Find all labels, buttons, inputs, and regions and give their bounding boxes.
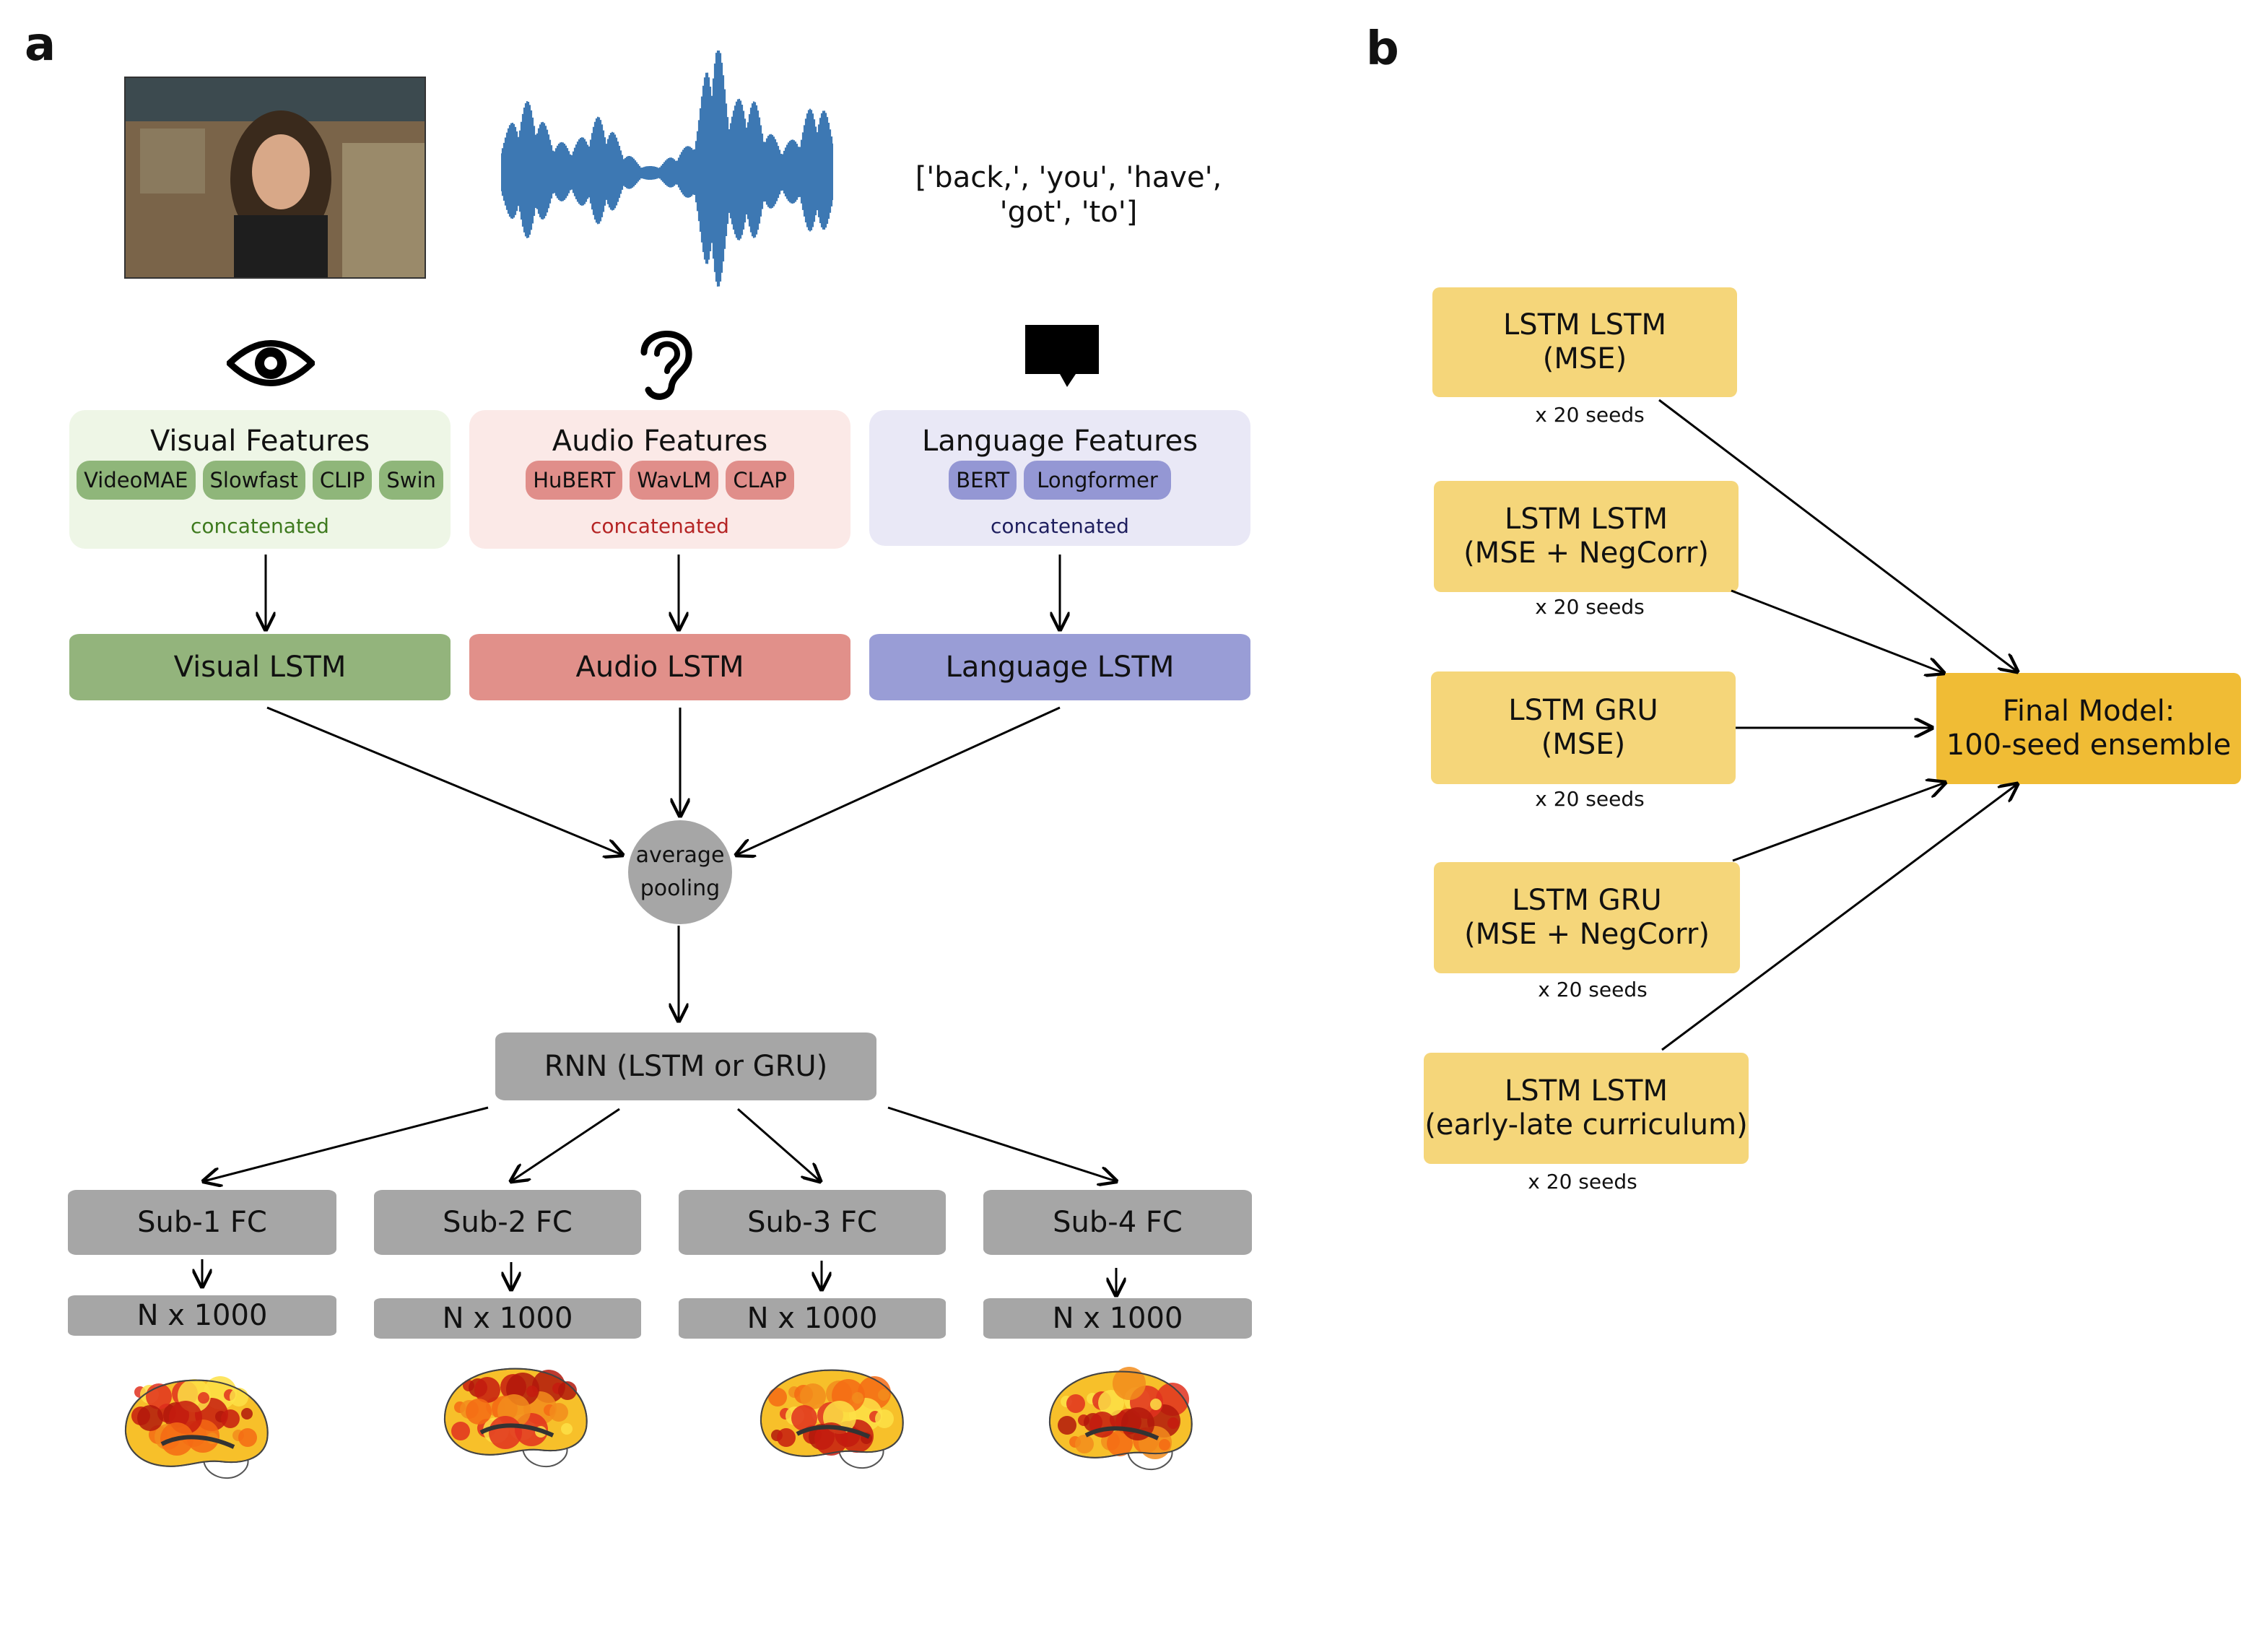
brain-map-2 bbox=[443, 1368, 588, 1468]
visual-chip-slowfast: Slowfast bbox=[202, 461, 305, 500]
arrow-rnn-to-sub-1 bbox=[204, 1106, 489, 1181]
audio-chip-hubert: HuBERT bbox=[526, 461, 623, 500]
sub-1-fc: Sub-1 FC bbox=[68, 1190, 336, 1255]
speech-bubble-icon bbox=[1025, 325, 1099, 387]
final-model-line-2: 100-seed ensemble bbox=[1946, 729, 2232, 762]
language-lstm: Language LSTM bbox=[869, 634, 1250, 700]
model-box-2: LSTM LSTM (MSE + NegCorr) bbox=[1434, 481, 1739, 592]
transcript-words: ['back,', 'you', 'have', 'got', 'to'] bbox=[888, 160, 1249, 230]
rnn-block: RNN (LSTM or GRU) bbox=[495, 1032, 876, 1100]
language-concat-label: concatenated bbox=[991, 514, 1129, 538]
visual-features-title: Visual Features bbox=[149, 425, 370, 458]
arrow-language-lstm-to-pooling bbox=[736, 706, 1061, 855]
model-4-line-1: LSTM GRU bbox=[1512, 884, 1662, 917]
final-model-line-1: Final Model: bbox=[2002, 695, 2175, 728]
transcript-line-2: 'got', 'to'] bbox=[999, 196, 1138, 229]
sub-4-fc: Sub-4 FC bbox=[983, 1190, 1252, 1255]
model-5-seeds: x 20 seeds bbox=[1528, 1170, 1637, 1194]
model-3-seeds: x 20 seeds bbox=[1535, 787, 1645, 811]
language-chip-bert: BERT bbox=[949, 461, 1017, 500]
model-5-line-1: LSTM LSTM bbox=[1505, 1074, 1668, 1108]
pooling-line-2: pooling bbox=[640, 876, 721, 901]
model-5-line-2: (early-late curriculum) bbox=[1424, 1108, 1748, 1142]
visual-lstm: Visual LSTM bbox=[69, 634, 451, 700]
model-box-1: LSTM LSTM (MSE) bbox=[1432, 287, 1737, 397]
waveform-icon bbox=[501, 51, 833, 287]
panel-b-label: b bbox=[1366, 22, 1399, 76]
sub-2-fc: Sub-2 FC bbox=[374, 1190, 641, 1255]
model-2-line-2: (MSE + NegCorr) bbox=[1463, 536, 1709, 570]
language-chip-longformer: Longformer bbox=[1024, 461, 1171, 500]
output-dim-4: N x 1000 bbox=[983, 1298, 1252, 1339]
sub-3-fc: Sub-3 FC bbox=[679, 1190, 946, 1255]
model-4-seeds: x 20 seeds bbox=[1538, 978, 1648, 1001]
pooling-line-1: average bbox=[635, 843, 725, 868]
audio-lstm: Audio LSTM bbox=[469, 634, 850, 700]
audio-features-title: Audio Features bbox=[552, 425, 768, 458]
model-4-line-2: (MSE + NegCorr) bbox=[1464, 918, 1710, 951]
audio-chip-wavlm: WavLM bbox=[630, 461, 719, 500]
average-pooling-node: average pooling bbox=[628, 820, 732, 924]
eye-icon bbox=[227, 340, 315, 386]
model-3-line-1: LSTM GRU bbox=[1508, 694, 1658, 727]
final-model-box: Final Model: 100-seed ensemble bbox=[1936, 673, 2241, 784]
visual-concat-label: concatenated bbox=[191, 514, 329, 538]
output-dim-2: N x 1000 bbox=[374, 1298, 641, 1339]
language-features-title: Language Features bbox=[921, 425, 1198, 458]
ear-icon bbox=[640, 331, 692, 400]
model-1-seeds: x 20 seeds bbox=[1535, 403, 1645, 427]
visual-chip-clip: CLIP bbox=[312, 461, 373, 500]
model-1-line-2: (MSE) bbox=[1542, 342, 1627, 375]
model-3-line-2: (MSE) bbox=[1541, 728, 1626, 761]
audio-concat-label: concatenated bbox=[591, 514, 729, 538]
brain-map-1 bbox=[124, 1376, 269, 1479]
transcript-line-1: ['back,', 'you', 'have', bbox=[915, 161, 1222, 194]
brain-map-4 bbox=[1048, 1367, 1193, 1471]
model-box-4: LSTM GRU (MSE + NegCorr) bbox=[1434, 862, 1740, 973]
model-2-line-1: LSTM LSTM bbox=[1505, 503, 1668, 536]
output-dim-1: N x 1000 bbox=[68, 1295, 336, 1336]
brain-map-3 bbox=[760, 1369, 904, 1469]
arrow-rnn-to-sub-2 bbox=[511, 1108, 620, 1181]
arrow-model-2-to-final bbox=[1731, 589, 1944, 673]
arrow-rnn-to-sub-4 bbox=[887, 1106, 1116, 1181]
model-2-seeds: x 20 seeds bbox=[1535, 595, 1645, 619]
audio-chip-clap: CLAP bbox=[726, 461, 794, 500]
model-1-line-1: LSTM LSTM bbox=[1503, 308, 1666, 342]
model-box-5: LSTM LSTM (early-late curriculum) bbox=[1424, 1053, 1749, 1164]
output-dim-3: N x 1000 bbox=[679, 1298, 946, 1339]
panel-a-label: a bbox=[25, 18, 56, 71]
visual-chip-videomae: VideoMAE bbox=[77, 461, 196, 500]
video-frame bbox=[124, 77, 426, 279]
arrow-model-4-to-final bbox=[1732, 783, 1945, 862]
model-box-3: LSTM GRU (MSE) bbox=[1431, 671, 1736, 784]
arrow-rnn-to-sub-3 bbox=[737, 1108, 820, 1181]
arrow-visual-lstm-to-pooling bbox=[266, 706, 622, 855]
visual-chip-swin: Swin bbox=[379, 461, 443, 500]
